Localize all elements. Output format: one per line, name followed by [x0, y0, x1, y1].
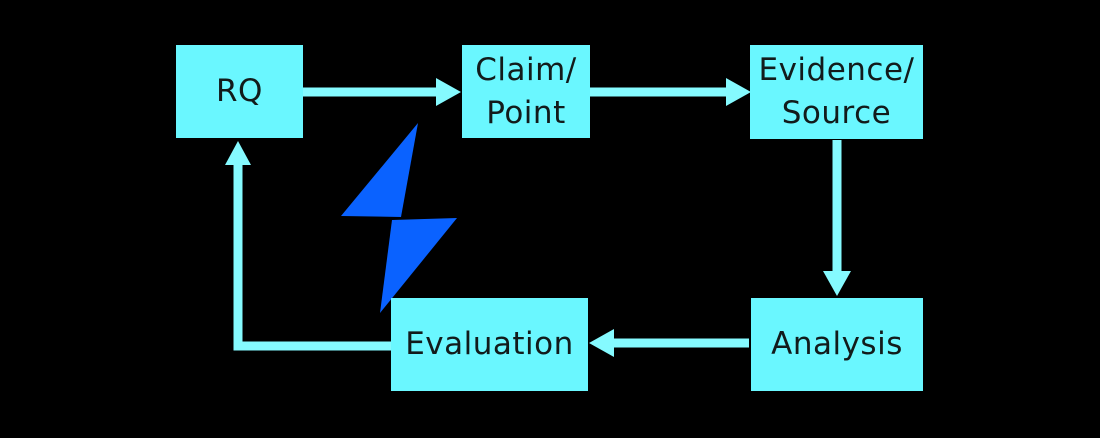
node-evaluation: Evaluation [391, 298, 588, 391]
node-evidence-source: Evidence/ Source [750, 45, 923, 139]
lightning-bolt-icon [341, 123, 457, 313]
node-analysis: Analysis [751, 298, 923, 391]
node-rq: RQ [176, 45, 303, 138]
arrow-claim-point-to-evidence-source [590, 78, 751, 106]
node-claim-point: Claim/ Point [462, 45, 590, 138]
arrow-evidence-source-to-analysis [823, 140, 851, 296]
arrow-evaluation-to-rq [225, 141, 391, 351]
arrow-rq-to-claim-point [303, 78, 461, 106]
arrow-analysis-to-evaluation [589, 329, 749, 357]
